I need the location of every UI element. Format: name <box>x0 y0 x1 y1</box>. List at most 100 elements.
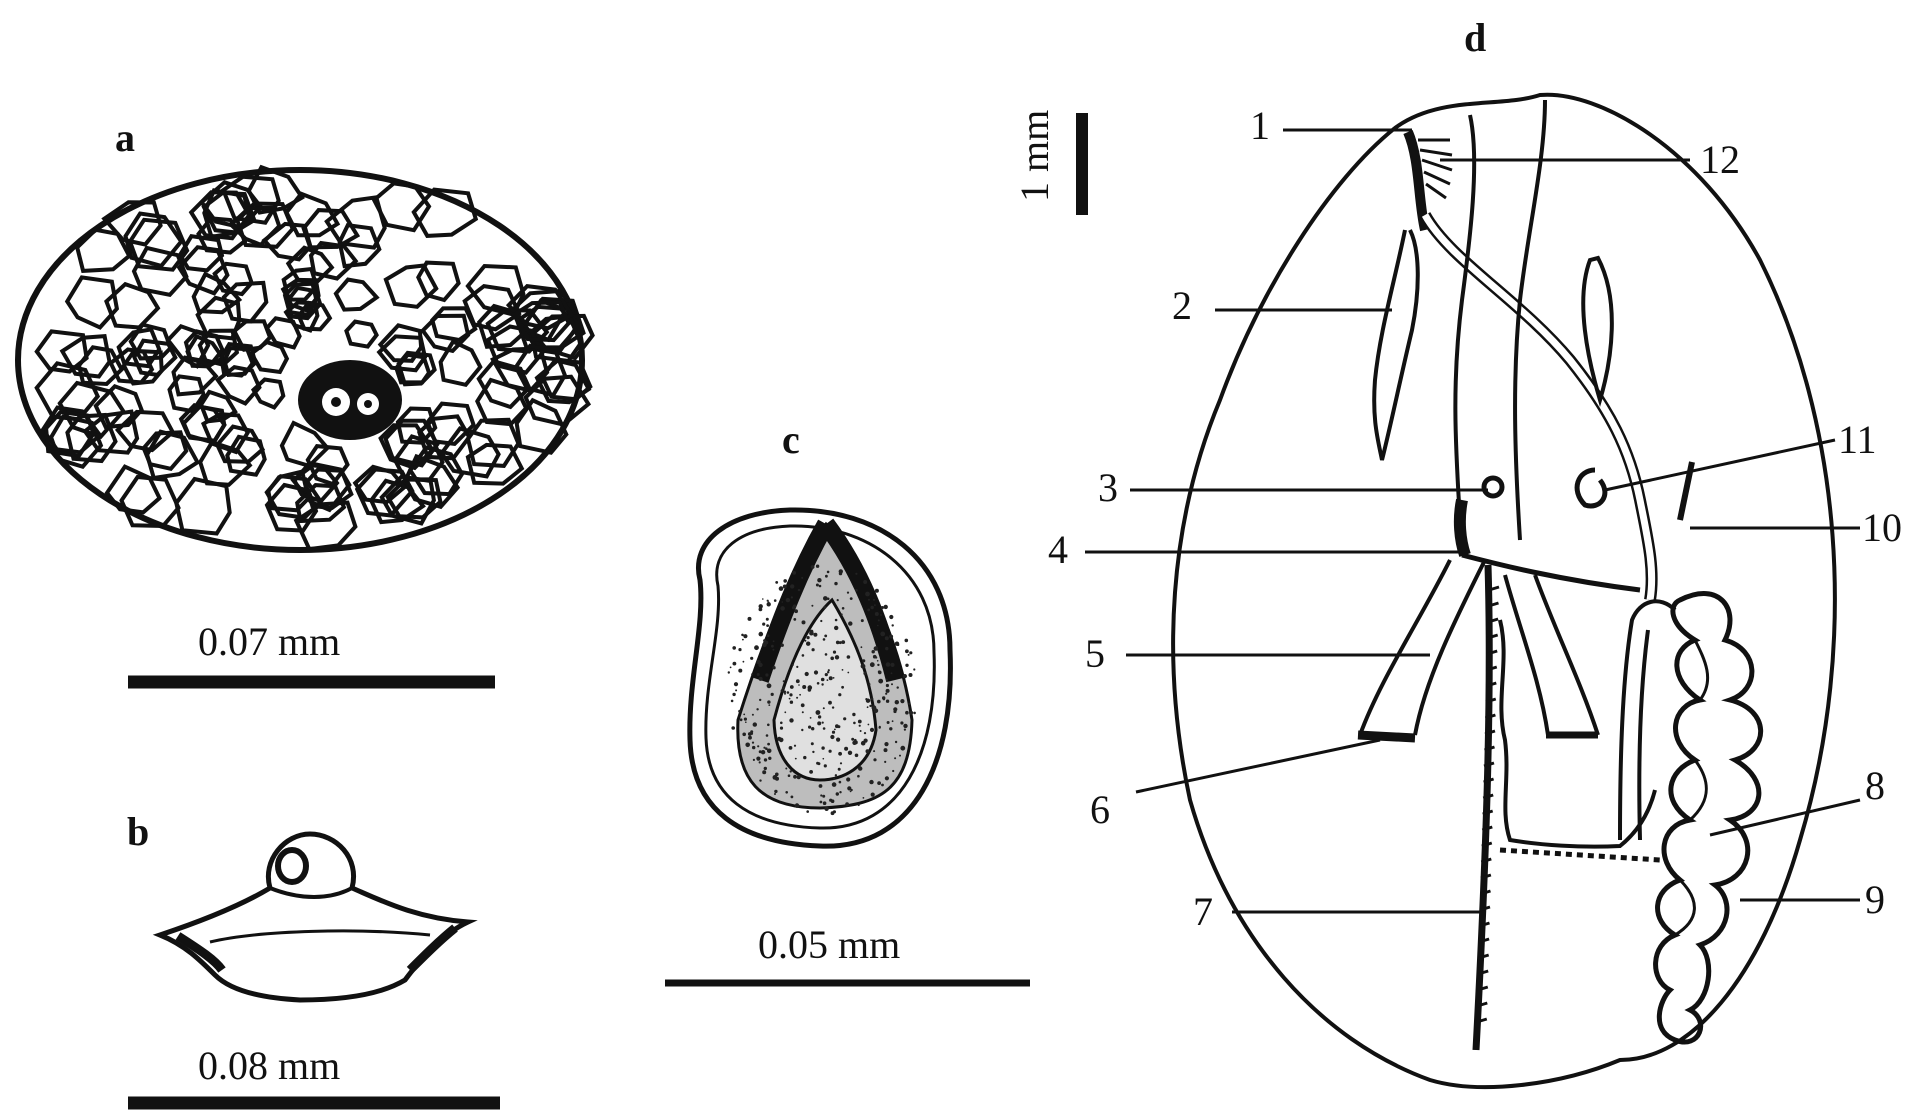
stipple-dot <box>756 708 758 710</box>
stipple-dot <box>753 722 757 726</box>
stipple-dot <box>759 699 761 701</box>
stipple-dot <box>791 796 794 799</box>
stipple-dot <box>874 646 879 651</box>
stipple-dot <box>879 726 881 728</box>
micropyle <box>298 360 402 440</box>
stipple-dot <box>835 655 839 659</box>
stipple-dot <box>763 747 765 749</box>
stipple-dot <box>752 746 755 749</box>
stipple-dot <box>801 729 803 731</box>
stipple-dot <box>783 680 785 682</box>
stipple-dot <box>890 663 894 667</box>
stipple-dot <box>816 584 819 587</box>
stipple-dot <box>735 689 737 691</box>
stipple-dot <box>740 718 743 721</box>
stipple-dot <box>811 727 814 730</box>
stipple-dot <box>855 754 859 758</box>
stipple-dot <box>752 714 754 716</box>
stipple-dot <box>837 599 839 601</box>
callout-3: 3 <box>1098 468 1118 508</box>
stipple-dot <box>871 698 874 701</box>
stipple-dot <box>828 701 832 705</box>
stipple-dot <box>775 777 779 781</box>
stipple-dot <box>812 751 814 753</box>
stipple-dot <box>768 601 770 603</box>
stipple-dot <box>820 801 823 804</box>
stipple-dot <box>865 592 870 597</box>
stipple-dot <box>868 599 870 601</box>
stipple-dot <box>813 633 817 637</box>
stipple-dot <box>812 648 815 651</box>
stipple-dot <box>877 625 879 627</box>
stipple-dot <box>904 729 906 731</box>
stipple-dot <box>809 631 814 636</box>
stipple-dot <box>861 664 866 669</box>
stipple-dot <box>891 683 893 685</box>
stipple-dot <box>823 606 826 609</box>
stipple-dot <box>834 582 837 585</box>
stipple-dot <box>821 678 825 682</box>
stipple-dot <box>791 596 793 598</box>
stipple-dot <box>908 654 910 656</box>
stipple-dot <box>877 664 879 666</box>
stipple-dot <box>809 770 813 774</box>
stipple-dot <box>824 764 827 767</box>
stipple-dot <box>820 794 822 796</box>
stipple-dot <box>833 677 835 679</box>
stipple-dot <box>847 672 849 674</box>
stipple-dot <box>872 650 875 653</box>
stipple-dot <box>808 685 813 690</box>
stipple-dot <box>808 726 811 729</box>
stipple-dot <box>889 615 893 619</box>
stipple-dot <box>805 672 809 676</box>
stipple-dot <box>767 634 770 637</box>
stipple-dot <box>819 585 822 588</box>
stipple-dot <box>801 703 805 707</box>
stipple-dot <box>838 693 841 696</box>
stipple-dot <box>780 722 783 725</box>
stipple-dot <box>789 718 793 722</box>
stipple-dot <box>743 661 745 663</box>
stipple-dot <box>825 653 828 656</box>
stipple-dot <box>825 575 828 578</box>
stipple-dot <box>877 781 881 785</box>
stipple-dot <box>773 640 775 642</box>
stipple-dot <box>781 644 784 647</box>
stipple-dot <box>884 748 888 752</box>
stipple-dot <box>793 618 796 621</box>
stipple-dot <box>834 729 836 731</box>
stipple-dot <box>757 673 760 676</box>
stipple-dot <box>875 656 877 658</box>
panel-label-c: c <box>782 420 800 460</box>
stipple-dot <box>871 793 875 797</box>
stipple-dot <box>852 741 856 745</box>
stipple-dot <box>765 673 768 676</box>
stipple-dot <box>774 599 777 602</box>
stipple-dot <box>785 768 787 770</box>
stipple-dot <box>793 775 797 779</box>
stipple-dot <box>822 722 824 724</box>
stipple-dot <box>903 674 907 678</box>
stipple-dot <box>771 645 774 648</box>
stipple-dot <box>768 704 770 706</box>
stipple-dot <box>796 697 798 699</box>
stipple-dot <box>781 689 784 692</box>
stipple-dot <box>752 742 754 744</box>
callout-9: 9 <box>1865 880 1885 920</box>
stipple-dot <box>868 724 870 726</box>
stipple-dot <box>881 784 884 787</box>
stipple-dot <box>909 711 913 715</box>
stipple-dot <box>878 619 880 621</box>
callout-2: 2 <box>1172 286 1192 326</box>
stipple-dot <box>841 613 843 615</box>
stipple-dot <box>790 701 793 704</box>
stipple-dot <box>802 711 804 713</box>
stipple-dot <box>869 683 871 685</box>
scale-label-a: 0.07 mm <box>198 622 340 662</box>
stipple-dot <box>743 634 747 638</box>
stipple-dot <box>864 732 866 734</box>
stipple-dot <box>790 685 794 689</box>
callout-12: 12 <box>1700 140 1740 180</box>
stipple-dot <box>881 606 884 609</box>
